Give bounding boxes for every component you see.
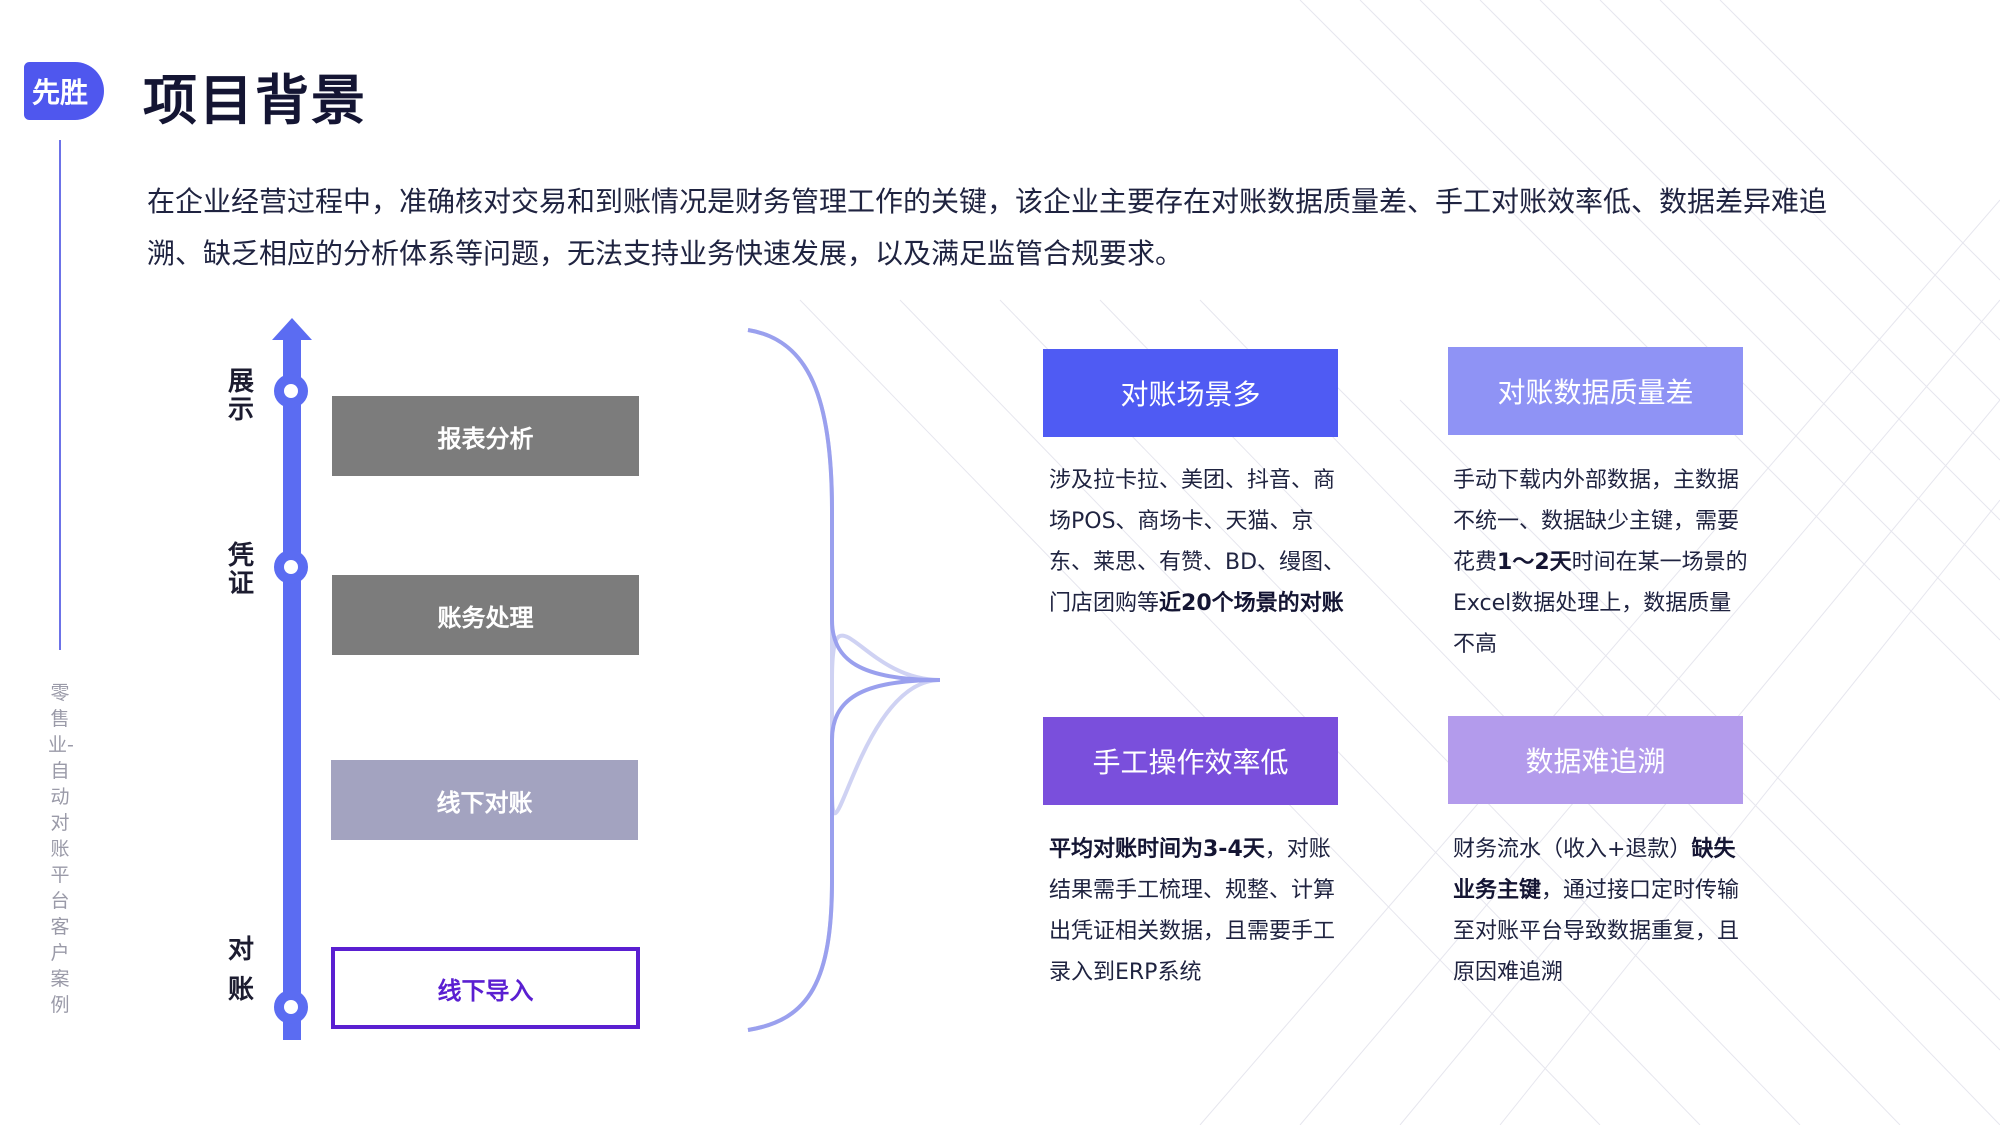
intro-paragraph: 在企业经营过程中，准确核对交易和到账情况是财务管理工作的关键，该企业主要存在对账… [147, 185, 1828, 270]
stage-label-display: 展示 [227, 367, 254, 425]
card-body-traceability: 财务流水（收入+退款）缺失业务主键，通过接口定时传输至对账平台导致数据重复，且原… [1453, 837, 1740, 985]
timeline-bar [283, 338, 301, 1040]
card-body-manual-efficiency: 平均对账时间为3-4天，对账结果需手工梳理、规整、计算出凭证相关数据，且需要手工… [1049, 837, 1336, 985]
timeline-axis [272, 318, 312, 1040]
card-head-manual-efficiency: 手工操作效率低 [1043, 717, 1338, 805]
stage-label-voucher: 凭证 [227, 541, 254, 599]
step-offline-reconcile: 线下对账 [331, 760, 638, 840]
timeline-node-display [274, 374, 308, 408]
card-head-data-quality: 对账数据质量差 [1448, 347, 1743, 435]
card-head-scenarios: 对账场景多 [1043, 349, 1338, 437]
timeline-node-reconcile [274, 990, 308, 1024]
logo-text: 先胜 [32, 76, 89, 109]
step-offline-import: 线下导入 [331, 947, 640, 1029]
page-title: 项目背景 [143, 69, 367, 132]
stage-label-reconcile: 对账 [227, 935, 254, 1005]
timeline-node-voucher [274, 550, 308, 584]
curly-brace [747, 328, 941, 1032]
side-divider [59, 140, 61, 650]
card-body-data-quality: 手动下载内外部数据，主数据不统一、数据缺少主键，需要花费1～2天时间在某一场景的… [1453, 468, 1748, 657]
step-accounting: 账务处理 [332, 575, 639, 655]
card-head-traceability: 数据难追溯 [1448, 716, 1743, 804]
card-body-scenarios: 涉及拉卡拉、美团、抖音、商场POS、商场卡、天猫、京东、莱思、有赞、BD、缦图、… [1049, 468, 1346, 616]
step-report-analysis: 报表分析 [332, 396, 639, 476]
logo-badge: 先胜 [24, 62, 104, 120]
side-caption: 零售业-自动对账平台 客户案例 [48, 682, 74, 1016]
timeline-arrowhead [272, 318, 312, 340]
